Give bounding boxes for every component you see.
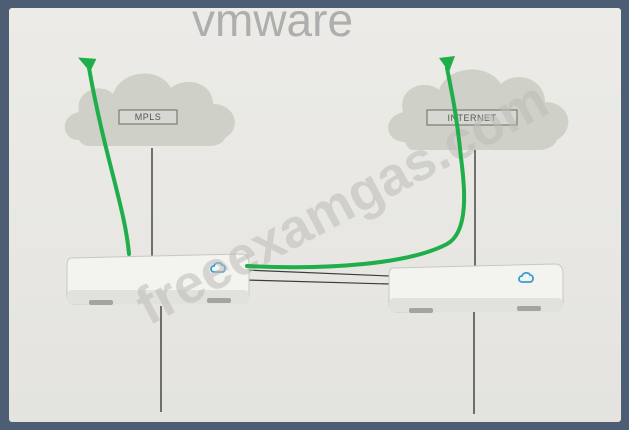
vmware-logo: vmware	[192, 8, 353, 46]
cloud-icon	[518, 271, 534, 283]
internet-arrow-head	[439, 56, 455, 72]
right-edge-device	[388, 263, 564, 313]
mpls-label-box	[118, 109, 178, 125]
internet-traffic-path	[245, 66, 467, 270]
diagram-photo: vmware MPLS INTERNET	[9, 8, 621, 422]
interconnect-line-top	[244, 269, 390, 277]
mpls-cloud: MPLS	[64, 73, 235, 146]
network-diagram: vmware MPLS INTERNET	[64, 8, 569, 414]
mpls-arrow-head	[77, 57, 97, 72]
internet-label-box	[426, 109, 518, 126]
cloud-icon	[210, 261, 226, 273]
left-edge-device	[66, 253, 250, 305]
internet-cloud: INTERNET	[388, 69, 569, 150]
internet-label: INTERNET	[448, 113, 497, 123]
interconnect-line-bottom	[244, 279, 390, 285]
mpls-traffic-path	[87, 66, 131, 256]
mpls-label: MPLS	[135, 112, 162, 122]
